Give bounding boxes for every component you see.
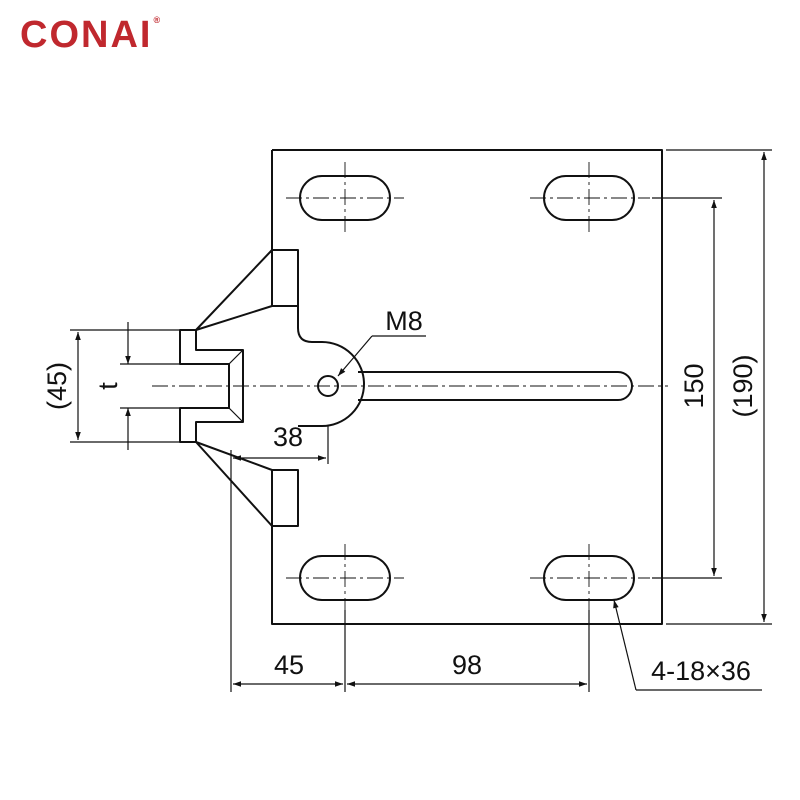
dim-98: 98 bbox=[452, 650, 482, 680]
dim-190: (190) bbox=[728, 354, 758, 417]
dim-jaw-45: (45) bbox=[42, 362, 72, 410]
lower-lug bbox=[195, 441, 299, 527]
dim-150: 150 bbox=[679, 363, 709, 408]
label-slots: 4-18×36 bbox=[651, 656, 751, 686]
registered-mark: ® bbox=[153, 15, 163, 25]
leader-m8 bbox=[337, 335, 373, 377]
jaw-bevel-top bbox=[228, 349, 244, 365]
dim-38: 38 bbox=[273, 422, 303, 452]
label-m8: M8 bbox=[385, 306, 423, 336]
leader-slots bbox=[613, 599, 637, 691]
upper-lug bbox=[195, 249, 299, 331]
jaw-bevel-bottom bbox=[228, 407, 244, 423]
conai-logo: CONAI® bbox=[20, 14, 163, 56]
plate-outline bbox=[271, 149, 663, 625]
brand-name: CONAI bbox=[20, 14, 153, 56]
dim-t: t bbox=[93, 382, 123, 390]
plate-cutout bbox=[297, 250, 365, 427]
dim-45: 45 bbox=[274, 650, 304, 680]
